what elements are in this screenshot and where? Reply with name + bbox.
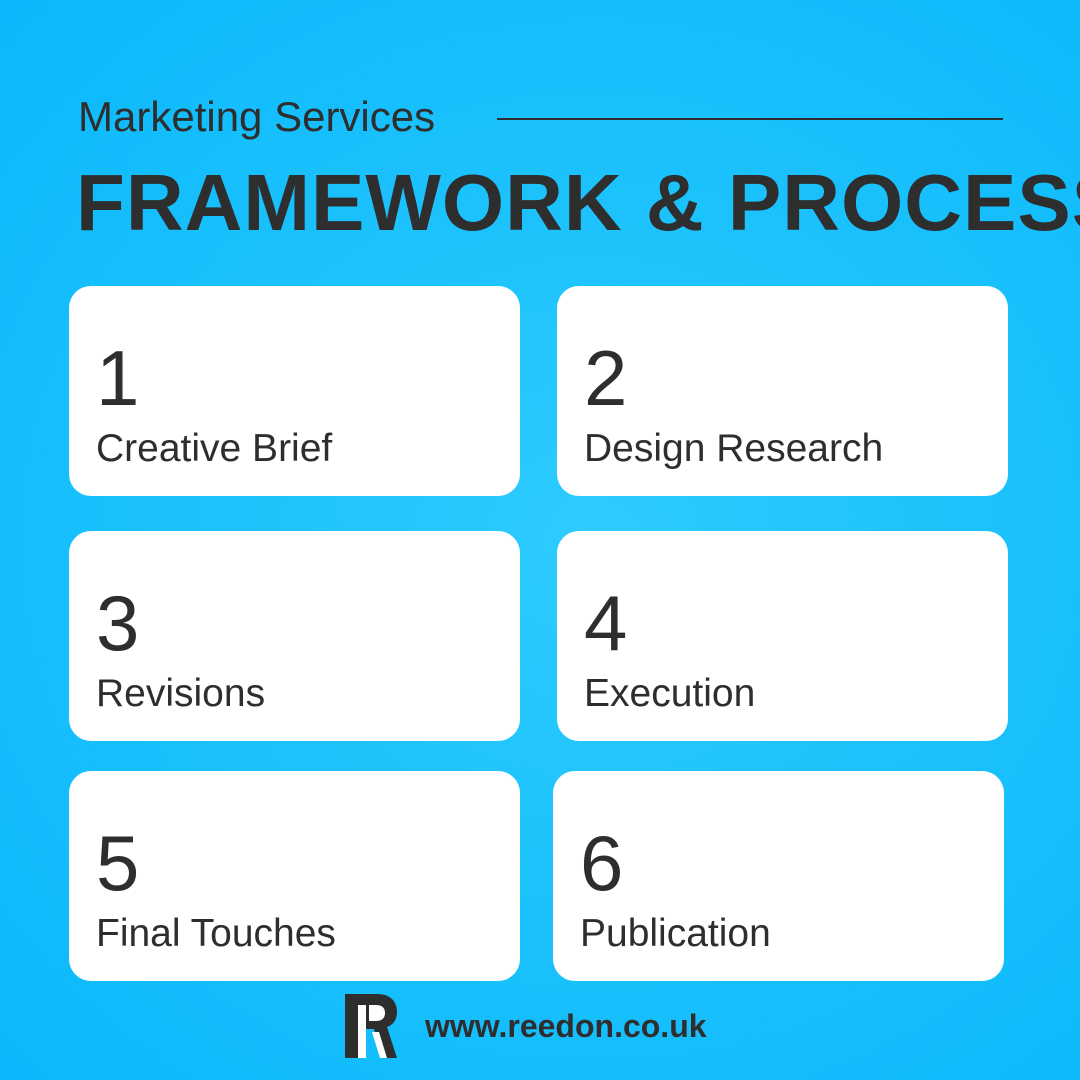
step-card-6: 6 Publication (553, 771, 1004, 981)
step-card-2: 2 Design Research (557, 286, 1008, 496)
reedon-r-logo-icon (345, 994, 397, 1058)
header-divider (497, 118, 1003, 120)
step-number: 2 (584, 334, 628, 422)
step-label: Design Research (584, 427, 884, 470)
step-card-5: 5 Final Touches (69, 771, 520, 981)
step-number: 5 (96, 819, 140, 907)
step-number: 3 (96, 579, 140, 667)
header-subtitle: Marketing Services (78, 93, 436, 140)
website-url[interactable]: www.reedon.co.uk (425, 1008, 707, 1044)
step-number: 4 (584, 579, 628, 667)
step-label: Publication (580, 912, 771, 955)
step-label: Revisions (96, 672, 266, 715)
step-number: 6 (580, 819, 624, 907)
step-label: Execution (584, 672, 756, 715)
step-label: Final Touches (96, 912, 336, 955)
step-card-4: 4 Execution (557, 531, 1008, 741)
page-title: FRAMEWORK & PROCESS (76, 158, 1080, 247)
step-label: Creative Brief (96, 427, 333, 470)
step-card-3: 3 Revisions (69, 531, 520, 741)
step-number: 1 (96, 334, 140, 422)
step-card-1: 1 Creative Brief (69, 286, 520, 496)
